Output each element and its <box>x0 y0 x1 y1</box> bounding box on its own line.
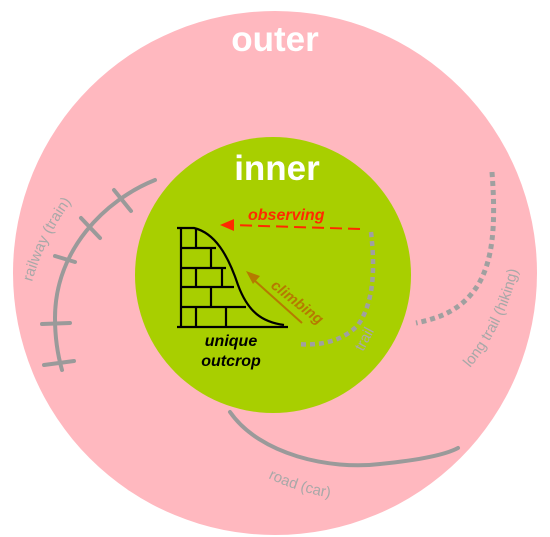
outcrop-label-line1: unique <box>205 333 258 350</box>
railway-tie <box>112 188 133 213</box>
outer-zone-label: outer <box>231 20 319 59</box>
inner-zone-circle <box>135 137 411 413</box>
road-path <box>228 410 460 468</box>
inner-zone-label: inner <box>234 149 320 188</box>
railway-tie <box>40 321 72 326</box>
outcrop-label-line2: outcrop <box>201 353 261 370</box>
observing-arrow <box>220 219 361 231</box>
observing-label: observing <box>248 207 325 224</box>
long-trail-path <box>415 171 497 326</box>
railway-tie <box>42 359 76 367</box>
railway-tie <box>53 254 77 264</box>
outcrop-wall-icon <box>177 226 288 329</box>
climbing-arrow <box>246 271 303 324</box>
railway-track <box>40 178 157 372</box>
railway-tie <box>79 216 102 240</box>
